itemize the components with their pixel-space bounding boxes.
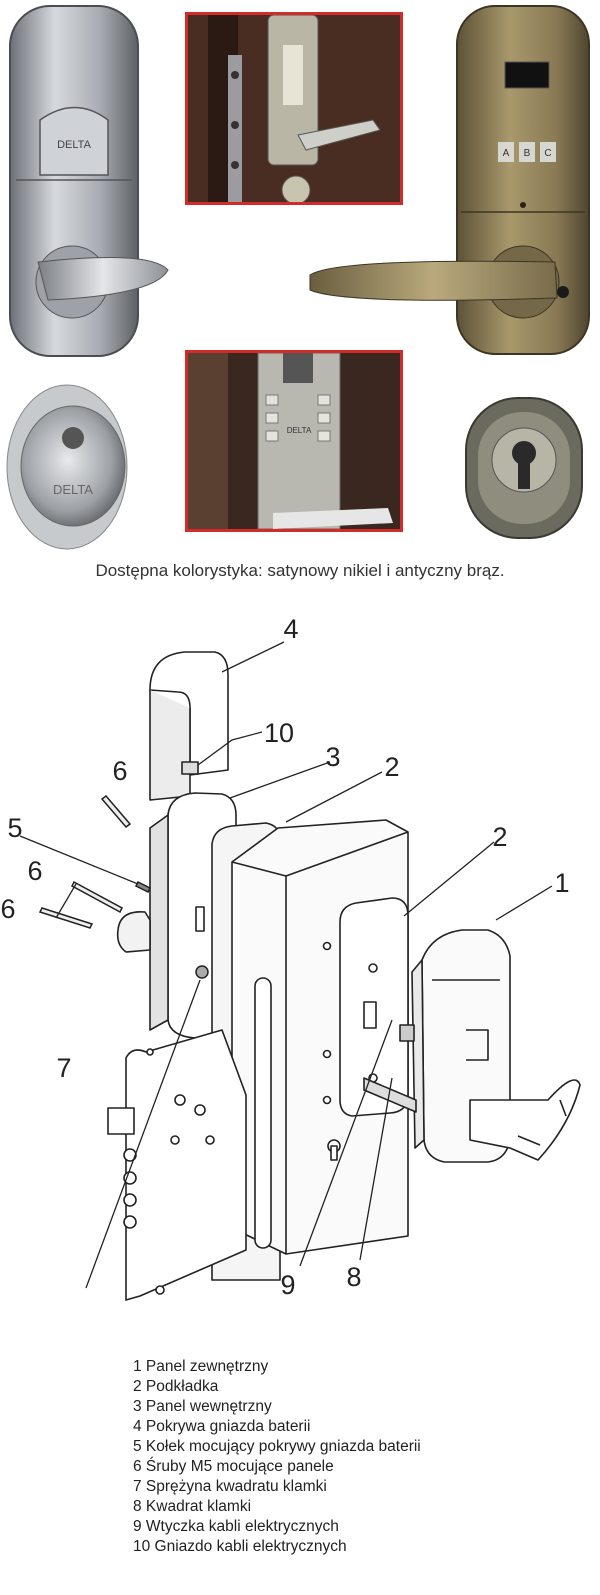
- legend-item: 4 Pokrywa gniazda baterii: [133, 1418, 311, 1435]
- photo-nickel-cylinder: DELTA: [5, 382, 135, 552]
- part-pin: [134, 880, 152, 894]
- callout-10: 10: [264, 718, 294, 748]
- legend-item: 3 Panel wewnętrzny: [133, 1398, 272, 1415]
- legend-item: 8 Kwadrat klamki: [133, 1498, 252, 1515]
- callout-2b: 2: [492, 822, 507, 852]
- photo-keypad-detail: DELTA: [185, 350, 403, 532]
- callout-2a: 2: [384, 752, 399, 782]
- legend-item: 5 Kołek mocujący pokrywy gniazda baterii: [133, 1438, 421, 1455]
- photo-bronze-panel: A B C: [305, 0, 600, 365]
- photo-lock-mechanism: [185, 12, 403, 205]
- callout-5: 5: [7, 813, 22, 843]
- callout-6c: 6: [0, 894, 15, 924]
- photo-nickel-panel: DELTA: [0, 0, 170, 365]
- parts-legend: 1 Panel zewnętrzny 2 Podkładka 3 Panel w…: [133, 1357, 421, 1557]
- legend-item: 6 Śruby M5 mocujące panele: [133, 1458, 334, 1475]
- callout-8: 8: [346, 1262, 361, 1292]
- callout-6a: 6: [112, 756, 127, 786]
- keypad-key-a: A: [503, 148, 510, 159]
- callout-1: 1: [554, 868, 569, 898]
- brand-logo-3: DELTA: [287, 426, 312, 435]
- keypad-key-c: C: [544, 148, 551, 159]
- brand-logo-2: DELTA: [53, 482, 93, 497]
- part-battery-cover: [149, 651, 229, 776]
- callout-7: 7: [56, 1053, 71, 1083]
- keypad-key-b: B: [524, 148, 531, 159]
- legend-item: 9 Wtyczka kabli elektrycznych: [133, 1518, 339, 1535]
- brand-logo-1: DELTA: [57, 139, 91, 151]
- legend-item: 2 Podkładka: [133, 1378, 219, 1395]
- callout-9: 9: [280, 1270, 295, 1300]
- callout-6b: 6: [27, 856, 42, 886]
- part-screw-2: [71, 880, 123, 914]
- color-availability-caption: Dostępna kolorystyka: satynowy nikiel i …: [95, 561, 505, 580]
- exploded-assembly-diagram: 4 10 6 3 2 5 2 6 1 6 7 8 9: [0, 614, 581, 1301]
- callout-4: 4: [283, 614, 298, 644]
- part-spindle: [363, 1077, 417, 1113]
- callout-3: 3: [325, 742, 340, 772]
- legend-item: 7 Sprężyna kwadratu klamki: [133, 1478, 327, 1495]
- part-screw-1: [100, 794, 132, 829]
- legend-item: 10 Gniazdo kabli elektrycznych: [133, 1538, 347, 1555]
- legend-item: 1 Panel zewnętrzny: [133, 1358, 269, 1375]
- photo-bronze-cylinder: [462, 390, 587, 545]
- part-screw-3: [38, 907, 94, 929]
